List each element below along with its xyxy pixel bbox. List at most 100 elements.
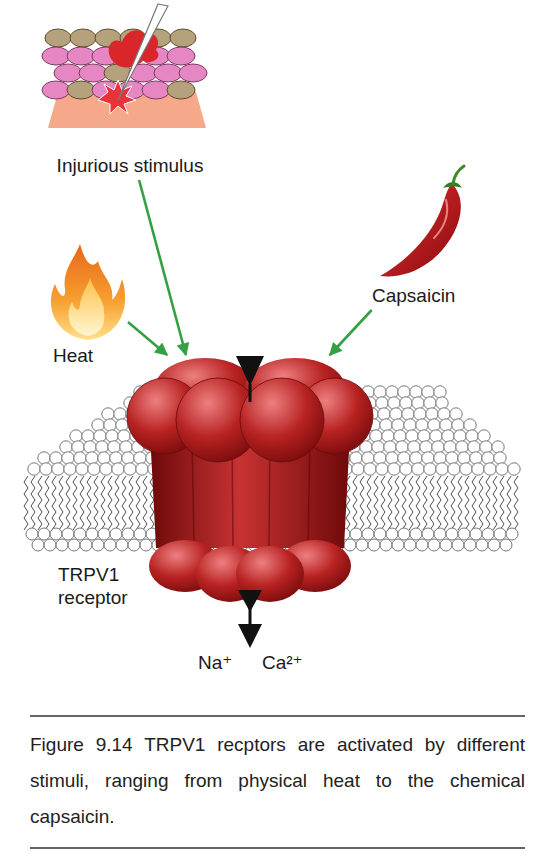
- lipid-head: [84, 441, 96, 453]
- lipid-head: [372, 441, 384, 453]
- lipid-head: [120, 441, 132, 453]
- lipid-head: [410, 528, 422, 540]
- lipid-head: [422, 528, 434, 540]
- lipid-head: [386, 528, 398, 540]
- lipid-head: [62, 528, 74, 540]
- lipid-head: [440, 419, 452, 431]
- tissue-cell: [167, 47, 195, 65]
- lipid-head: [476, 539, 488, 551]
- stimulus-arrow: [139, 180, 186, 355]
- lipid-head: [364, 463, 376, 475]
- lipid-head: [450, 408, 462, 420]
- lipid-tail: [87, 476, 91, 530]
- lipid-head: [100, 463, 112, 475]
- lipid-head: [114, 408, 126, 420]
- lipid-head: [434, 386, 446, 398]
- lipid-tail: [101, 476, 105, 530]
- lipid-head: [496, 463, 508, 475]
- lipid-head: [128, 539, 140, 551]
- trpv1-protein: [127, 356, 373, 648]
- lipid-tail: [122, 476, 126, 530]
- lipid-tail: [360, 476, 364, 530]
- lipid-head: [98, 528, 110, 540]
- lipid-head: [50, 452, 62, 464]
- tissue-cell: [179, 64, 207, 82]
- lipid-head: [488, 539, 500, 551]
- lipid-head: [458, 528, 470, 540]
- tissue-cell: [154, 64, 182, 82]
- lipid-tail: [402, 476, 406, 530]
- lipid-tail: [59, 476, 63, 530]
- lipid-head: [376, 463, 388, 475]
- lipid-head: [70, 430, 82, 442]
- lipid-head: [422, 452, 434, 464]
- lipid-tail: [472, 476, 476, 530]
- lipid-tail: [409, 476, 413, 530]
- caption-rule: [30, 847, 525, 849]
- lipid-head: [376, 397, 388, 409]
- lipid-head: [464, 539, 476, 551]
- lipid-head: [134, 452, 146, 464]
- lipid-tail: [115, 476, 119, 530]
- lipid-head: [44, 539, 56, 551]
- lipid-head: [472, 463, 484, 475]
- lipid-head: [38, 452, 50, 464]
- lipid-head: [416, 539, 428, 551]
- lipid-head: [446, 452, 458, 464]
- lipid-head: [492, 441, 504, 453]
- tissue-cell: [70, 29, 96, 47]
- lipid-head: [374, 452, 386, 464]
- lipid-tail: [353, 476, 357, 530]
- lipid-tail: [444, 476, 448, 530]
- lipid-head: [26, 528, 38, 540]
- lipid-head: [74, 528, 86, 540]
- lipid-head: [444, 441, 456, 453]
- lipid-head: [94, 430, 106, 442]
- lipid-head: [108, 441, 120, 453]
- lipid-head: [98, 452, 110, 464]
- lipid-head: [76, 463, 88, 475]
- lipid-head: [122, 452, 134, 464]
- lipid-head: [40, 463, 52, 475]
- lipid-head: [124, 463, 136, 475]
- lipid-head: [452, 539, 464, 551]
- node-label: TRPV1 receptor: [58, 563, 150, 609]
- lipid-head: [420, 441, 432, 453]
- lipid-head: [72, 441, 84, 453]
- lipid-head: [122, 528, 134, 540]
- lipid-head: [430, 430, 442, 442]
- lipid-head: [438, 408, 450, 420]
- lipid-head: [448, 463, 460, 475]
- lipid-head: [32, 539, 44, 551]
- lipid-tail: [374, 476, 378, 530]
- tissue-cell: [45, 29, 71, 47]
- lipid-tail: [514, 476, 518, 530]
- lipid-tail: [66, 476, 70, 530]
- lipid-head: [406, 430, 418, 442]
- lipid-head: [394, 430, 406, 442]
- lipid-tail: [500, 476, 504, 530]
- lipid-head: [386, 452, 398, 464]
- lipid-tail: [465, 476, 469, 530]
- lipid-head: [424, 397, 436, 409]
- lipid-head: [400, 397, 412, 409]
- lipid-head: [50, 528, 62, 540]
- lipid-tail: [458, 476, 462, 530]
- lipid-head: [80, 539, 92, 551]
- pepper-body: [380, 186, 461, 276]
- tissue-cell: [54, 64, 82, 82]
- ion-label: Ca²⁺: [262, 651, 303, 674]
- lipid-head: [380, 419, 392, 431]
- lipid-head: [482, 528, 494, 540]
- lipid-head: [400, 463, 412, 475]
- lipid-head: [452, 419, 464, 431]
- lipid-head: [412, 463, 424, 475]
- pepper-stem: [453, 166, 464, 184]
- lipid-head: [362, 528, 374, 540]
- lipid-head: [356, 539, 368, 551]
- tissue-cell: [142, 81, 170, 99]
- lipid-head: [418, 430, 430, 442]
- lipid-head: [64, 463, 76, 475]
- lipid-head: [494, 528, 506, 540]
- lipid-head: [28, 463, 40, 475]
